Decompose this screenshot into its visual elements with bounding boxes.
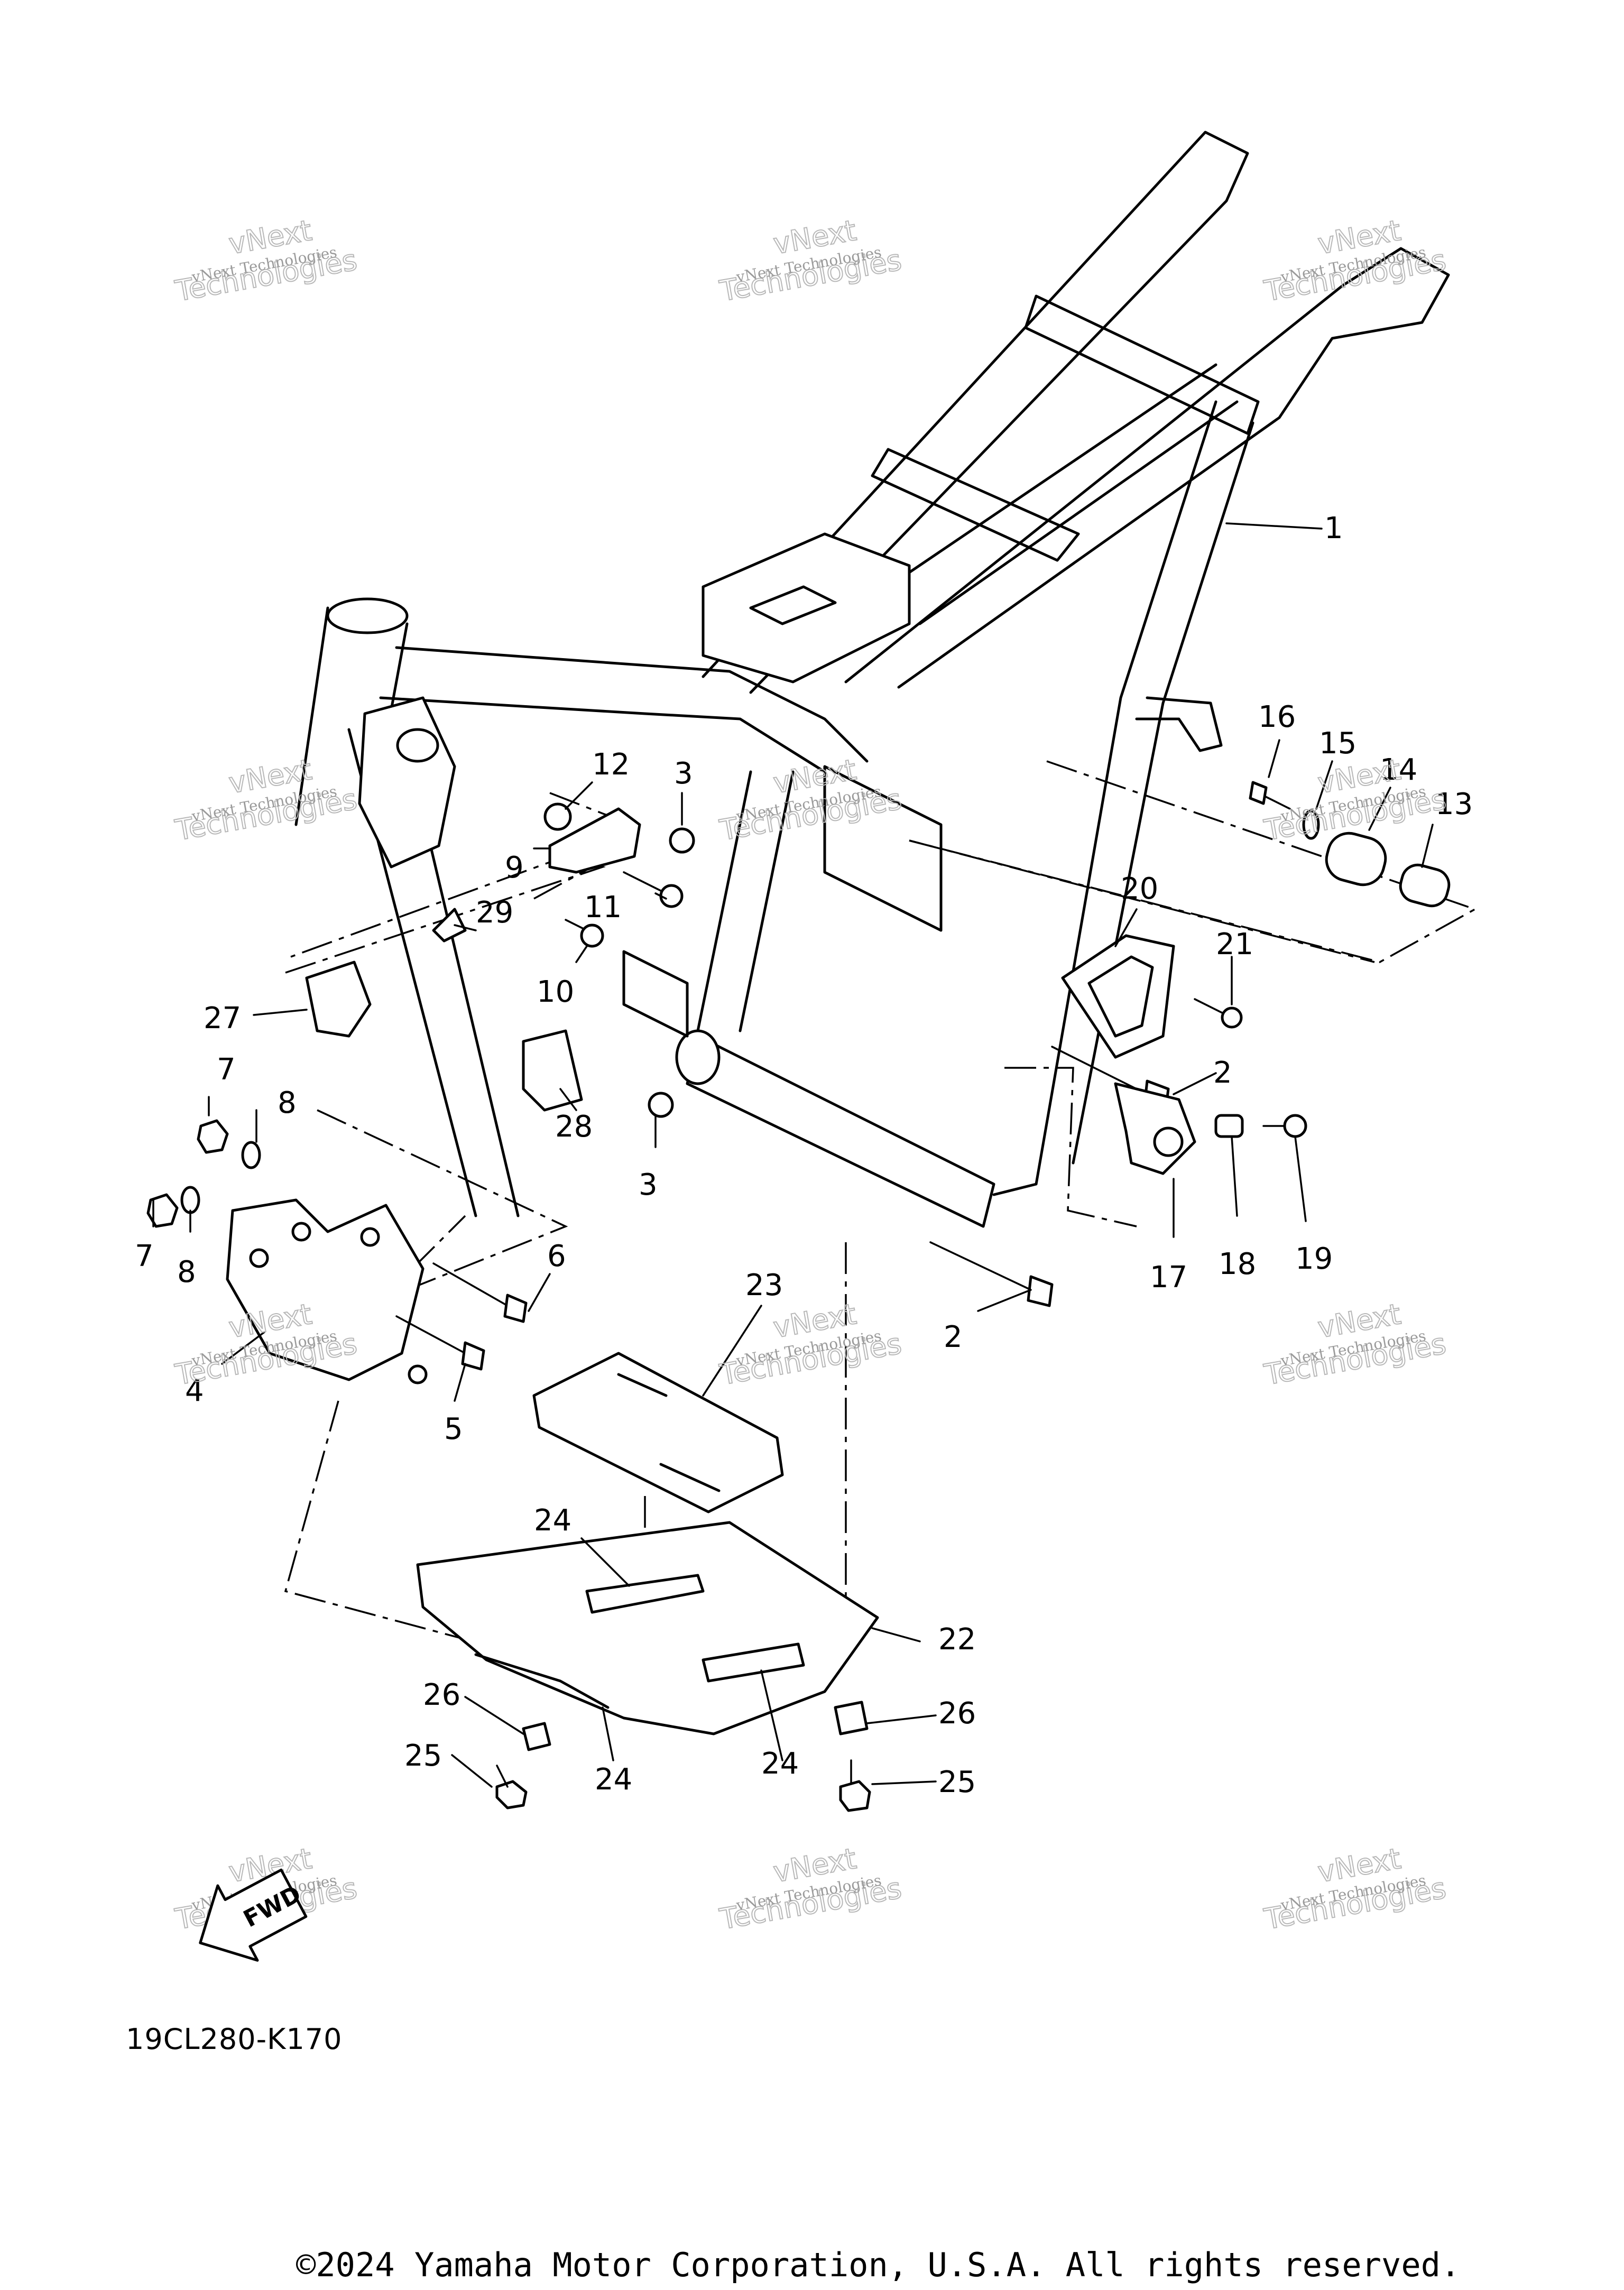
callout-2-upper: 2: [1213, 1056, 1232, 1090]
callout-29: 29: [476, 895, 513, 930]
callout-11: 11: [584, 890, 622, 925]
callout-26-right: 26: [938, 1696, 976, 1731]
callout-8-upper: 8: [278, 1086, 297, 1120]
callout-9: 9: [505, 851, 524, 885]
fwd-arrow: FWD: [199, 1868, 308, 1962]
callout-12: 12: [592, 747, 630, 782]
hardware-parts: [146, 781, 1451, 1812]
callout-4: 4: [185, 1374, 204, 1408]
callout-17: 17: [1150, 1260, 1187, 1295]
callout-5: 5: [444, 1412, 463, 1446]
callout-16: 16: [1258, 700, 1296, 734]
callout-6: 6: [547, 1239, 566, 1273]
callout-3-upper: 3: [674, 756, 693, 791]
callout-10: 10: [537, 975, 574, 1009]
main-frame: [294, 131, 1450, 1228]
diagram-code: 19CL280-K170: [126, 2023, 343, 2056]
callout-19: 19: [1295, 1242, 1333, 1276]
leader-lines: [152, 522, 1434, 1788]
callout-23: 23: [745, 1268, 783, 1303]
callout-20: 20: [1121, 872, 1158, 906]
callout-8-lower: 8: [177, 1255, 196, 1289]
callout-3-lower: 3: [639, 1168, 658, 1202]
callout-22: 22: [938, 1622, 976, 1657]
callout-26-left: 26: [423, 1678, 460, 1712]
callout-14: 14: [1380, 753, 1417, 787]
callout-2-lower: 2: [944, 1320, 963, 1354]
callout-21: 21: [1216, 927, 1253, 962]
callout-27: 27: [204, 1001, 241, 1036]
callout-25-left: 25: [404, 1739, 442, 1773]
callout-18: 18: [1219, 1247, 1256, 1281]
callout-25-right: 25: [938, 1765, 976, 1799]
callout-7-lower: 7: [135, 1239, 154, 1273]
callout-24-b: 24: [595, 1762, 632, 1797]
callout-1: 1: [1324, 511, 1343, 546]
callout-labels: 1 2 2 3 3 4 5 6 7 7 8 8 9 10 11 12 13 14…: [135, 511, 1473, 1799]
copyright-notice: ©2024 Yamaha Motor Corporation, U.S.A. A…: [296, 2246, 1461, 2284]
callout-7-upper: 7: [217, 1052, 236, 1087]
callout-13: 13: [1435, 787, 1473, 821]
callout-24-c: 24: [761, 1747, 799, 1781]
callout-15: 15: [1319, 726, 1357, 761]
callout-28: 28: [555, 1110, 593, 1144]
callout-24-a: 24: [534, 1503, 571, 1538]
